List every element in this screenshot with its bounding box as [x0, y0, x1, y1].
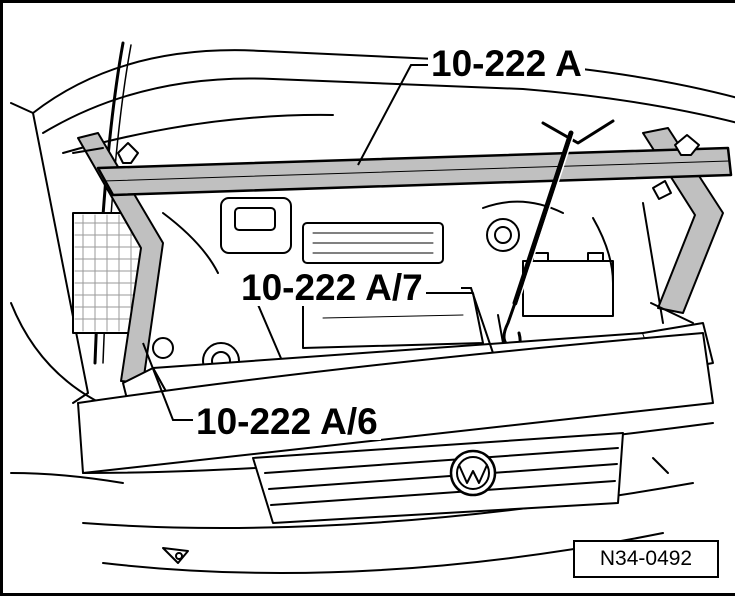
wing-nut-left: [117, 142, 139, 164]
reservoir-cap: [486, 218, 520, 252]
figure-code: N34-0492: [573, 540, 719, 578]
intake-manifold: [302, 222, 444, 264]
label-adapter-hook: 10-222 A/7: [238, 269, 426, 306]
battery: [522, 260, 614, 317]
leader-adapter-hook: [461, 287, 494, 354]
spindle: [512, 130, 574, 306]
label-engine-support: 10-222 A: [428, 45, 585, 82]
left-pillar: [10, 102, 89, 404]
leader-support-leg: [142, 342, 193, 421]
label-support-leg: 10-222 A/6: [193, 403, 381, 440]
leader-engine-support: [357, 64, 431, 166]
t-handle: [541, 119, 615, 145]
bonnet-catch: [162, 547, 189, 564]
engine-cover: [220, 197, 292, 254]
raised-hood: [32, 49, 735, 114]
wing-nut-right: [674, 134, 700, 156]
